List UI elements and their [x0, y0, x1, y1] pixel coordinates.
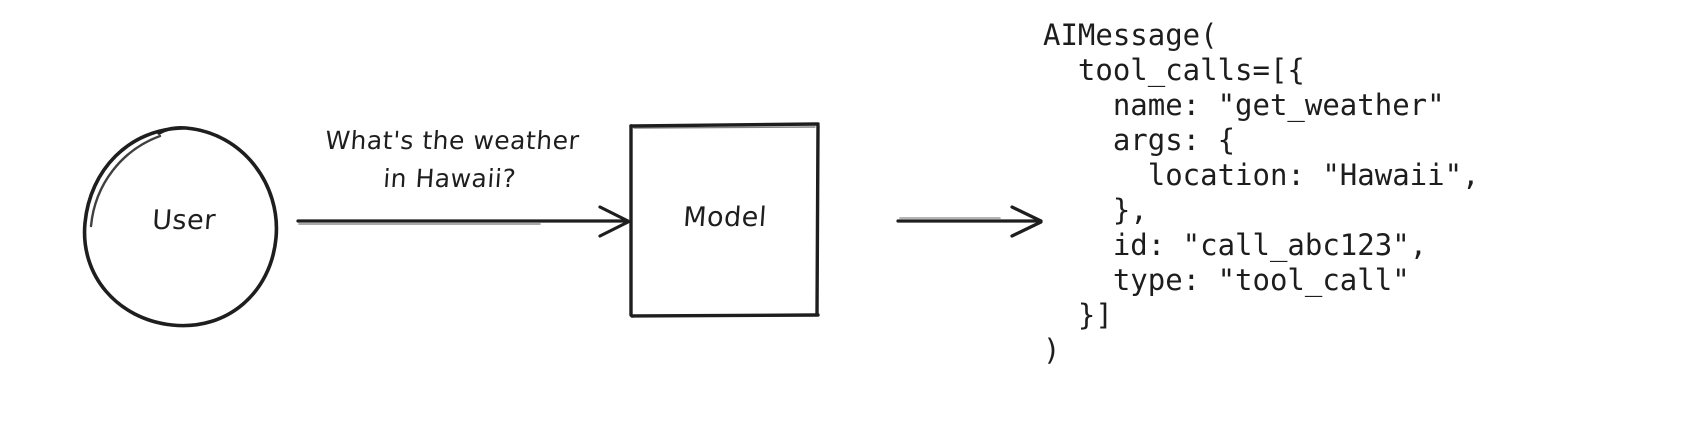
- user-node-label: User: [151, 205, 217, 236]
- ai-message-code-block: AIMessage( tool_calls=[{ name: "get_weat…: [1043, 18, 1480, 368]
- arrow-user-to-model: [296, 205, 630, 238]
- code-line: type: "tool_call": [1043, 263, 1410, 297]
- code-line: tool_calls=[{: [1043, 53, 1305, 87]
- model-node-label: Model: [682, 202, 768, 233]
- code-line: name: "get_weather": [1043, 88, 1445, 122]
- code-line: AIMessage(: [1043, 18, 1218, 52]
- edge-label-user-to-model: What's the weather in Hawaii?: [285, 122, 616, 198]
- code-line: }]: [1043, 298, 1113, 332]
- user-node-circle[interactable]: [82, 125, 279, 328]
- code-line: },: [1043, 193, 1148, 227]
- edge-label-line-2: in Hawaii?: [382, 164, 518, 193]
- code-line: location: "Hawaii",: [1043, 158, 1480, 192]
- code-line: args: {: [1043, 123, 1236, 157]
- code-line: ): [1043, 333, 1061, 367]
- model-node-rect[interactable]: [629, 122, 820, 318]
- arrow-model-to-output: [896, 205, 1043, 238]
- code-line: id: "call_abc123",: [1043, 228, 1428, 262]
- edge-label-line-1: What's the weather: [324, 126, 581, 155]
